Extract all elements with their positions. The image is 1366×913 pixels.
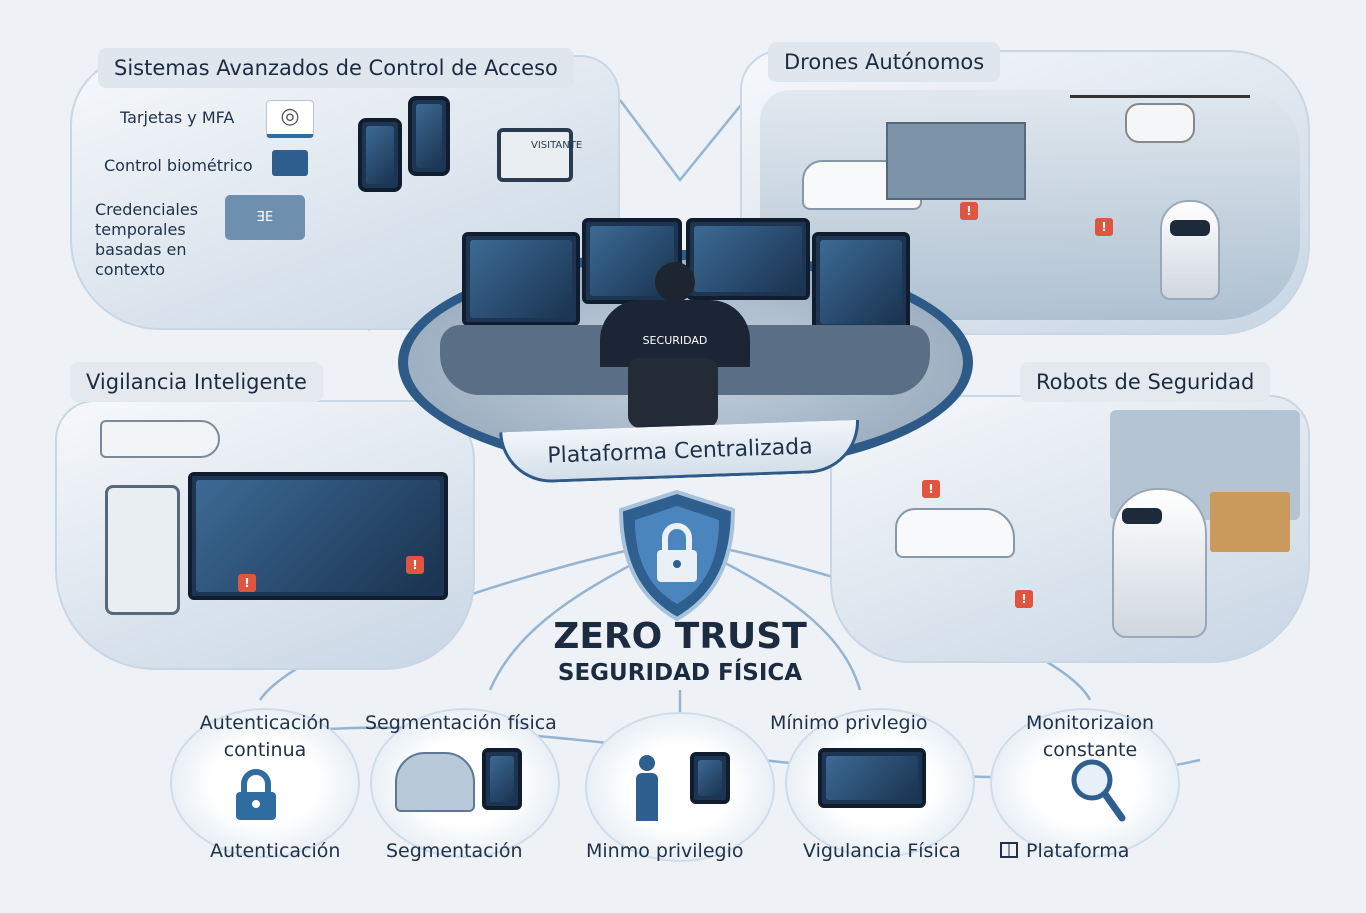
access-kiosk-icon bbox=[105, 485, 180, 615]
access-item-biometric: Control biométrico bbox=[104, 156, 253, 175]
alert-icon: ! bbox=[1095, 218, 1113, 236]
principle-label: Minmo privilegio bbox=[586, 840, 744, 862]
guard-booth-icon bbox=[886, 122, 1026, 200]
principle-title: Autenticación continua bbox=[199, 712, 331, 761]
person-access-icon bbox=[632, 755, 662, 823]
alert-icon: ! bbox=[960, 202, 978, 220]
principle-label-platform: Plataforma bbox=[1000, 840, 1129, 862]
operator-badge: SECURIDAD bbox=[600, 300, 750, 367]
control-monitor bbox=[462, 232, 580, 326]
magnifier-icon bbox=[1071, 759, 1126, 822]
zero-trust-subtitle: SEGURIDAD FÍSICA bbox=[557, 660, 803, 686]
patrol-car-icon bbox=[895, 508, 1015, 558]
visitor-badge-terminal: VISITANTE bbox=[497, 128, 582, 182]
padlock-icon bbox=[236, 769, 276, 820]
access-control-title: Sistemas Avanzados de Control de Acceso bbox=[98, 48, 574, 88]
principle-title: Mínimo privlegio bbox=[770, 712, 928, 734]
alert-icon: ! bbox=[238, 574, 256, 592]
alert-icon: ! bbox=[922, 480, 940, 498]
operator-chair bbox=[628, 358, 718, 428]
drones-title: Drones Autónomos bbox=[768, 42, 1001, 82]
credential-cards-icon: ƎE bbox=[225, 195, 305, 240]
access-item-cards-mfa: Tarjetas y MFA bbox=[120, 108, 235, 127]
zero-trust-title: ZERO TRUST bbox=[553, 616, 807, 657]
building-segmentation-icon bbox=[395, 752, 475, 812]
principle-label: Plataforma bbox=[1026, 840, 1130, 862]
drone-icon bbox=[1070, 95, 1250, 143]
book-icon bbox=[1000, 842, 1018, 858]
principle-label: Segmentación bbox=[386, 840, 523, 862]
principle-label: Vigulancia Física bbox=[803, 840, 961, 862]
alert-icon: ! bbox=[406, 556, 424, 574]
security-operator: SECURIDAD bbox=[600, 262, 750, 367]
security-robot-icon bbox=[1160, 200, 1220, 300]
fingerprint-icon: ◎ bbox=[266, 100, 314, 138]
principle-label: Autenticación bbox=[210, 840, 341, 862]
cargo-boxes-icon bbox=[1210, 492, 1290, 552]
phone-icon bbox=[358, 118, 402, 192]
robots-title: Robots de Seguridad bbox=[1020, 362, 1271, 402]
alert-icon: ! bbox=[1015, 590, 1033, 608]
surveillance-title: Vigilancia Inteligente bbox=[70, 362, 323, 402]
access-item-temp-credentials: Credenciales temporales basadas en conte… bbox=[95, 200, 199, 279]
phone-icon bbox=[408, 96, 450, 176]
laptop-icon bbox=[272, 150, 308, 176]
monitor-icon bbox=[818, 748, 926, 808]
control-monitor bbox=[812, 232, 910, 332]
principle-circle bbox=[585, 712, 775, 862]
security-robot-icon bbox=[1112, 488, 1207, 638]
shield-tablet-icon bbox=[690, 752, 730, 804]
tablet-icon bbox=[482, 748, 522, 810]
control-monitor bbox=[686, 218, 810, 300]
surveillance-monitor bbox=[188, 472, 448, 600]
principle-title: Monitorizaion constante bbox=[1025, 712, 1155, 761]
cctv-camera-icon bbox=[100, 420, 220, 458]
principle-title: Segmentación física bbox=[365, 712, 557, 734]
shield-lock-icon bbox=[618, 489, 736, 622]
